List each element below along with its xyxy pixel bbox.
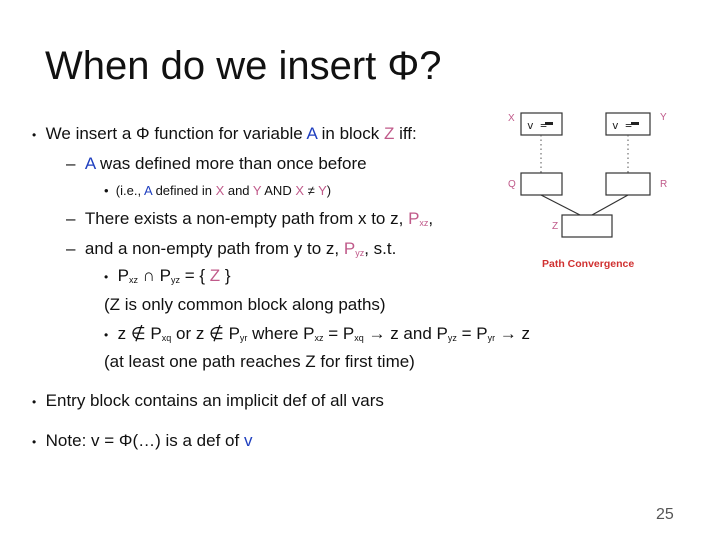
sub-path-y: – and a non-empty path from y to z, Pyz,…: [66, 239, 397, 258]
sub-path-x: – There exists a non-empty path from x t…: [66, 209, 434, 228]
def-x: v =: [527, 119, 547, 132]
diagram-caption: Path Convergence: [542, 258, 634, 270]
subsub-ie: • (i.e., A defined in X and Y AND X ≠ Y): [104, 183, 332, 198]
def-mark-y: [631, 122, 639, 125]
label-q: Q: [508, 179, 516, 190]
notin-line: • z ∉ Pxq or z ∉ Pyr where Pxz = Pxq → z…: [104, 324, 531, 343]
note-common-block: (Z is only common block along paths): [104, 295, 386, 314]
sub-defined-twice: – A was defined more than once before: [66, 154, 367, 173]
edge-r-z: [591, 194, 629, 216]
label-y: Y: [660, 112, 667, 123]
slide-title: When do we insert Φ?: [45, 44, 442, 88]
phi-symbol: Φ?: [387, 44, 442, 88]
label-x: X: [508, 113, 515, 124]
edge-q-z: [540, 194, 581, 216]
block-q: [520, 172, 563, 196]
block-r: [605, 172, 651, 196]
bullet-entry-block: • Entry block contains an implicit def o…: [32, 391, 384, 410]
bullet-insert-phi: • We insert a Φ function for variable A …: [32, 124, 417, 143]
intersect-line: • Pxz ∩ Pyz = { Z }: [104, 266, 231, 285]
def-mark-x: [545, 122, 553, 125]
label-z: Z: [552, 221, 558, 232]
label-r: R: [660, 179, 667, 190]
bullet-note-def: • Note: v = Φ(…) is a def of v: [32, 431, 253, 450]
note-first-time: (at least one path reaches Z for first t…: [104, 352, 415, 371]
page-number: 25: [656, 506, 674, 523]
block-z: [561, 214, 613, 238]
bullet-dot: •: [32, 128, 37, 142]
path-convergence-diagram: v = v = X Y Q R Z Path Convergence: [508, 112, 667, 270]
def-y: v =: [612, 119, 632, 132]
